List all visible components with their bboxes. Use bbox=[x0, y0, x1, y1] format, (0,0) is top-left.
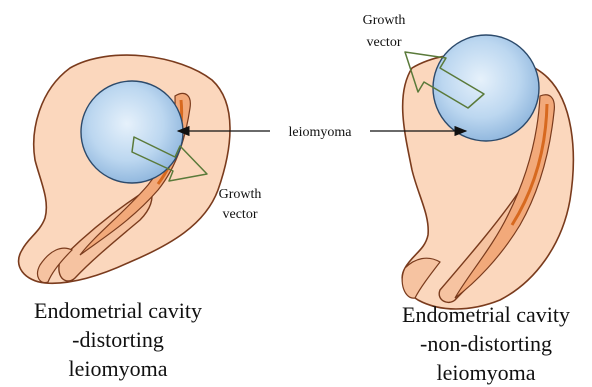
right-caption-line-1: Endometrial cavity bbox=[402, 302, 570, 327]
right-uterus bbox=[402, 35, 573, 309]
leiomyoma-center-label: leiomyoma bbox=[289, 125, 353, 140]
left-uterus bbox=[19, 55, 230, 283]
right-caption-line-3: leiomyoma bbox=[437, 360, 536, 385]
right-growth-vector-label-1: Growth bbox=[363, 13, 406, 28]
right-growth-vector-label-2: vector bbox=[367, 35, 402, 50]
left-leiomyoma bbox=[81, 81, 183, 183]
left-growth-vector-label-1: Growth bbox=[219, 187, 262, 202]
left-caption-line-2: -distorting bbox=[72, 327, 164, 352]
left-caption-line-3: leiomyoma bbox=[69, 356, 168, 381]
right-caption-line-2: -non-distorting bbox=[420, 331, 552, 356]
left-caption-line-1: Endometrial cavity bbox=[34, 298, 202, 323]
right-leiomyoma bbox=[433, 35, 539, 141]
left-growth-vector-label-2: vector bbox=[223, 207, 258, 222]
